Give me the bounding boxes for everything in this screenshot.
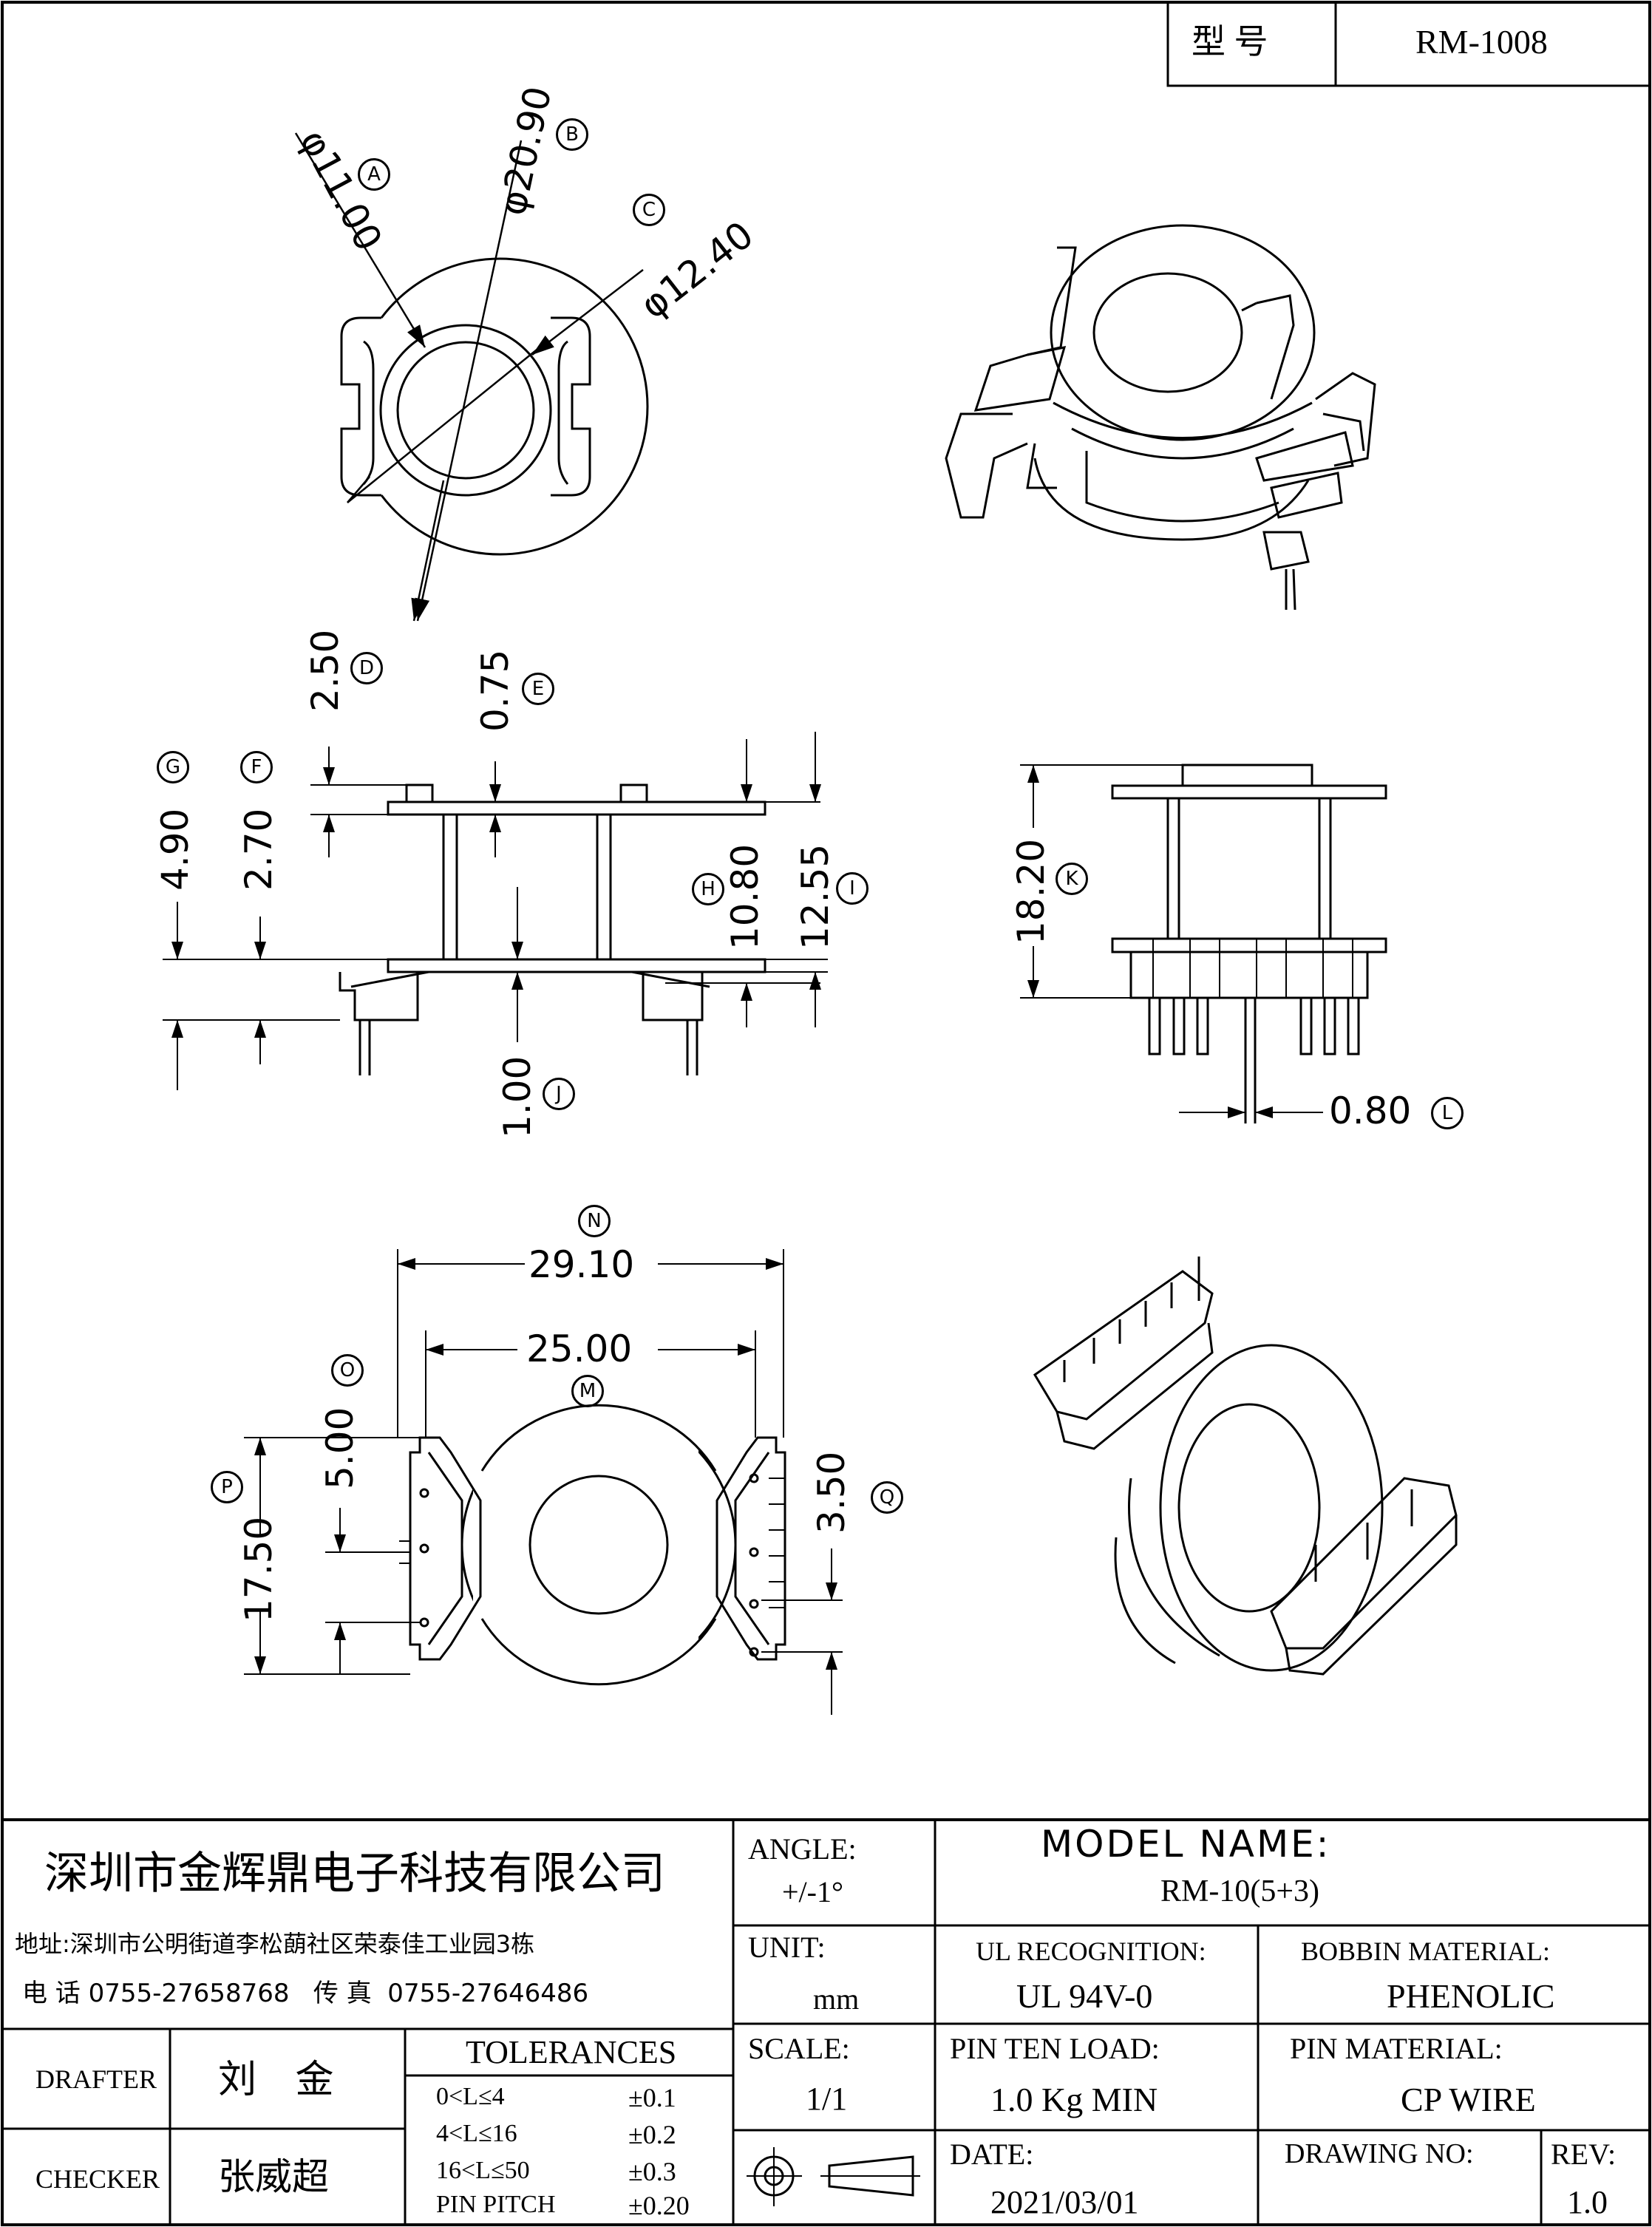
dim-B-marker: B (556, 118, 588, 151)
tolerance-range-3: 16<L≤50 (436, 2157, 530, 2184)
tolerance-value-2: ±0.2 (628, 2120, 676, 2149)
dim-Q-value: 3.50 (810, 1451, 853, 1534)
rev-value: 1.0 (1567, 2184, 1608, 2220)
tolerance-value-1: ±0.1 (628, 2083, 676, 2112)
dim-I-marker: I (836, 872, 869, 905)
dim-D-marker: D (350, 652, 383, 684)
model-name-value: RM-10(5+3) (1160, 1874, 1320, 1908)
tolerance-value-4: ±0.20 (628, 2191, 690, 2220)
top-view (294, 132, 649, 622)
dim-M-value: 25.00 (526, 1327, 633, 1370)
dim-G-value: 4.90 (154, 808, 197, 891)
tolerance-range-4: PIN PITCH (436, 2191, 556, 2218)
dim-C-marker: C (633, 194, 665, 226)
ul-value: UL 94V-0 (1016, 1977, 1153, 2015)
dim-I-value: 12.55 (794, 843, 837, 950)
company-name: 深圳市金辉鼎电子科技有限公司 (44, 1848, 665, 1900)
rev-label: REV: (1551, 2138, 1617, 2171)
dim-L-marker: L (1431, 1097, 1464, 1129)
company-address: 地址:深圳市公明街道李松蓢社区荣泰佳工业园3栋 (15, 1930, 535, 1958)
dim-E-value: 0.75 (474, 649, 517, 732)
dim-E-marker: E (522, 673, 554, 705)
dim-H-value: 10.80 (724, 843, 766, 950)
date-value: 2021/03/01 (990, 2184, 1139, 2220)
dim-N-value: 29.10 (528, 1243, 635, 1286)
bottom-view (244, 1249, 843, 1715)
dim-J-value: 1.00 (496, 1055, 539, 1138)
checker-label: CHECKER (35, 2164, 160, 2194)
dim-P-marker: P (211, 1471, 243, 1503)
pin-material-value: CP WIRE (1401, 2081, 1536, 2118)
side-view (1020, 764, 1387, 1123)
drafter-value: 刘 金 (218, 2058, 347, 2102)
dim-N-marker: N (578, 1205, 611, 1237)
company-phone: 电 话 0755-27658768 传 真 0755-27646486 (22, 1979, 589, 2008)
checker-value: 张威超 (218, 2155, 329, 2198)
title-block-grid (2, 1818, 1650, 2225)
model-name-label: MODEL NAME: (1041, 1823, 1331, 1866)
pin-load-label: PIN TEN LOAD: (950, 2032, 1160, 2065)
date-label: DATE: (950, 2138, 1034, 2171)
tolerances-label: TOLERANCES (466, 2034, 677, 2070)
tolerance-range-1: 0<L≤4 (436, 2083, 505, 2110)
unit-label: UNIT: (748, 1931, 826, 1964)
dim-O-value: 5.00 (319, 1407, 361, 1489)
bobbin-label: BOBBIN MATERIAL: (1301, 1937, 1551, 1966)
scale-label: SCALE: (748, 2032, 850, 2065)
dim-G-marker: G (157, 751, 189, 783)
pin-material-label: PIN MATERIAL: (1290, 2032, 1503, 2065)
dim-H-marker: H (692, 873, 724, 905)
angle-label: ANGLE: (748, 1832, 857, 1866)
dim-P-value: 17.50 (237, 1516, 280, 1622)
dim-Q-marker: Q (871, 1481, 903, 1514)
pin-load-value: 1.0 Kg MIN (990, 2081, 1158, 2118)
dim-F-marker: F (240, 751, 273, 783)
header-box (1166, 1, 1651, 87)
ul-label: UL RECOGNITION: (976, 1937, 1206, 1966)
dim-A-marker: A (358, 158, 390, 191)
tolerance-value-3: ±0.3 (628, 2157, 676, 2186)
dim-M-marker: M (571, 1375, 604, 1407)
dim-K-marker: K (1056, 863, 1088, 895)
dim-F-value: 2.70 (237, 808, 280, 891)
dim-K-value: 18.20 (1010, 838, 1053, 945)
dim-L-value: 0.80 (1329, 1089, 1412, 1132)
type-value: RM-1008 (1415, 23, 1548, 61)
dim-D-value: 2.50 (304, 629, 347, 712)
tolerance-range-2: 4<L≤16 (436, 2120, 517, 2147)
drafter-label: DRAFTER (35, 2064, 157, 2094)
type-label: 型 号 (1192, 23, 1268, 61)
iso-view-top (945, 224, 1376, 611)
angle-value: +/-1° (782, 1875, 843, 1908)
dim-J-marker: J (543, 1078, 575, 1110)
iso-view-bottom (1033, 1257, 1458, 1676)
drawing-no-label: DRAWING NO: (1285, 2138, 1474, 2169)
dim-O-marker: O (331, 1354, 364, 1387)
scale-value: 1/1 (806, 2081, 848, 2117)
front-view (163, 732, 828, 1090)
bobbin-value: PHENOLIC (1387, 1977, 1555, 2015)
unit-value: mm (813, 1982, 860, 2016)
